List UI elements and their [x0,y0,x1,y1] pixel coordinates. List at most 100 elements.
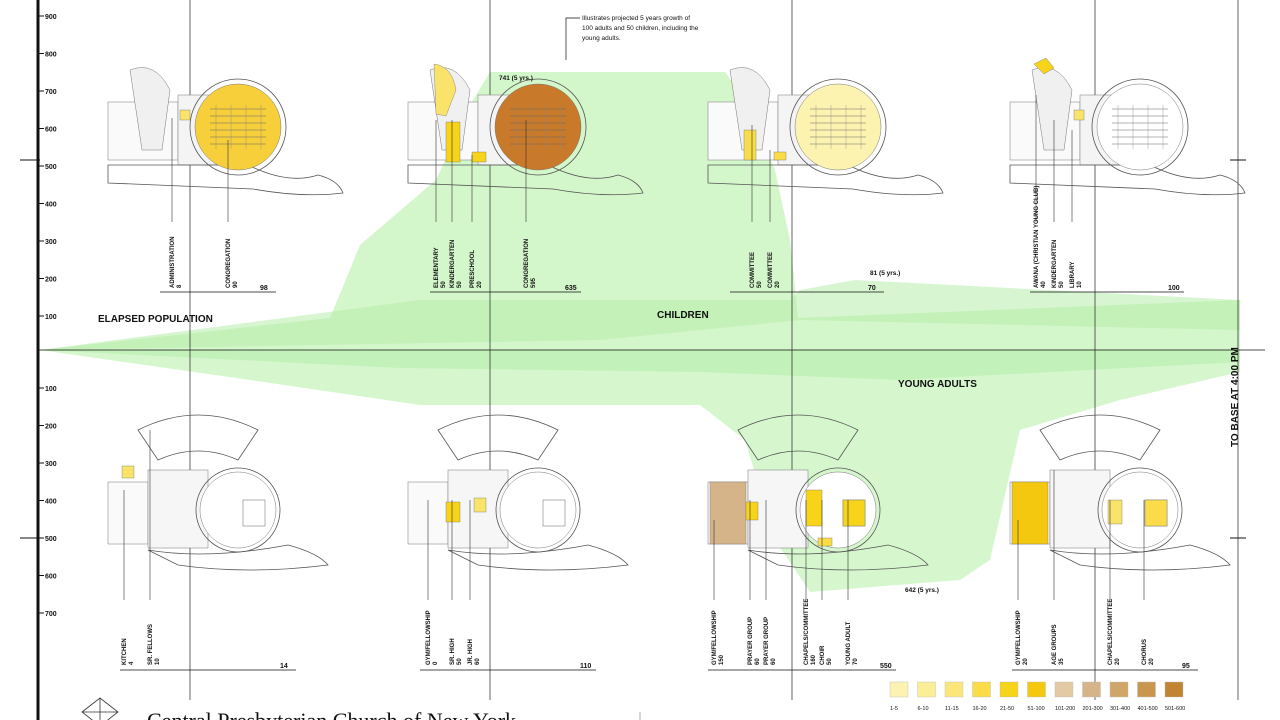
room-count: 10 [1077,281,1083,288]
room-count: 150 [719,654,725,665]
axis-tick-label: 200 [45,277,57,284]
room-name: KINDERGARTEN [1052,240,1058,288]
room-count: 595 [531,277,537,288]
axis-tick-label: 400 [45,499,57,506]
axis-tick-label: 500 [45,536,57,543]
room-name: YOUNG ADULT [846,621,852,665]
axis-tick-label: 100 [45,314,57,321]
legend-swatch [1164,681,1184,698]
legend-swatch [972,681,991,698]
room-label: AWANA (CHRISTIAN YOUNG CLUB)40 [1034,186,1047,288]
legend-label: 16-20 [973,706,987,712]
room-name: GYM/FELLOWSHIP [1016,610,1022,665]
room-name: CHOIR [820,645,826,665]
room-count: 0 [433,661,439,665]
room-name: LIBRARY [1070,262,1076,288]
legend-swatch [1082,681,1101,698]
room-count: 60 [475,658,481,665]
legend-swatch [999,681,1019,698]
room-name: SR. HIGH [450,638,456,665]
top-floor-plan [407,63,644,196]
plan-total: 98 [260,285,268,292]
room-name: PRAYER GROUP [748,617,754,665]
room-name: CHAPELS/COMMITTEE [1108,599,1114,665]
room-count: 60 [755,658,761,665]
axis-tick-label: 400 [45,202,57,209]
legend-label: 51-100 [1028,706,1045,712]
legend-label: 101-200 [1055,706,1075,712]
top-floor-plan [107,67,344,196]
to-base-label: TO BASE AT 4:00 PM [1230,347,1241,447]
axis-tick-label: 200 [45,424,57,431]
room-count: 4 [129,661,135,665]
children-label: CHILDREN [657,310,709,321]
room-name: CONGREGATION [226,239,232,288]
legend-swatch [917,681,936,698]
axis-tick-label: 700 [45,89,57,96]
room-name: JR. HIGH [468,639,474,665]
room-count: 40 [1041,281,1047,288]
room-name: CHAPELS/COMMITTEE [804,599,810,665]
legend-swatch [1137,681,1156,698]
room-name: KINDERGARTEN [450,240,456,288]
young-adults-label: YOUNG ADULTS [898,379,977,390]
axis-tick-label: 600 [45,574,57,581]
room-name: CHORUS [1142,639,1148,665]
svg-text:100 adults and 50 children, in: 100 adults and 50 children, including th… [582,25,699,32]
room-count: 35 [1059,658,1065,665]
room-name: PRESCHOOL [470,250,476,288]
bottom-floor-plan [1009,414,1231,571]
axis-tick-label: 900 [45,14,57,21]
room-count: 20 [775,281,781,288]
legend-label: 11-15 [945,706,959,712]
growth-note: Illustrates projected 5 years growth of … [565,15,699,60]
legend-label: 501-600 [1165,706,1185,712]
room-count: 50 [457,658,463,665]
top-floor-plan [1009,57,1246,196]
room-count: 10 [155,658,161,665]
room-count: 50 [827,658,833,665]
svg-text:Illustrates projected 5 years: Illustrates projected 5 years growth of [582,15,690,22]
legend-label: 201-300 [1083,706,1103,712]
plan-total: 110 [580,663,591,670]
axis-tick-label: 300 [45,461,57,468]
peak-young-adults-label: 642 (5 yrs.) [905,587,939,594]
room-name: ELEMENTARY [434,247,440,288]
young-adults-flow-area [40,350,1240,592]
legend-swatch [889,681,909,698]
room-count: 20 [1023,658,1029,665]
plan-total: 14 [280,663,288,670]
legend-swatch [1027,681,1046,698]
room-name: SR. FELLOWS [148,624,154,665]
bottom-floor-plan [107,414,329,571]
bottom-floor-plan [407,414,629,571]
room-count: 70 [853,658,859,665]
footer-title: Central Presbyterian Church of New York [147,708,516,720]
room-name: COMMITTEE [750,252,756,288]
plan-total: 70 [868,285,876,292]
room-name: AGE GROUPS [1052,624,1058,665]
room-count: 20 [1115,658,1121,665]
plan-total: 95 [1182,663,1190,670]
children-flow-area [40,72,1240,350]
axis-tick-label: 600 [45,127,57,134]
